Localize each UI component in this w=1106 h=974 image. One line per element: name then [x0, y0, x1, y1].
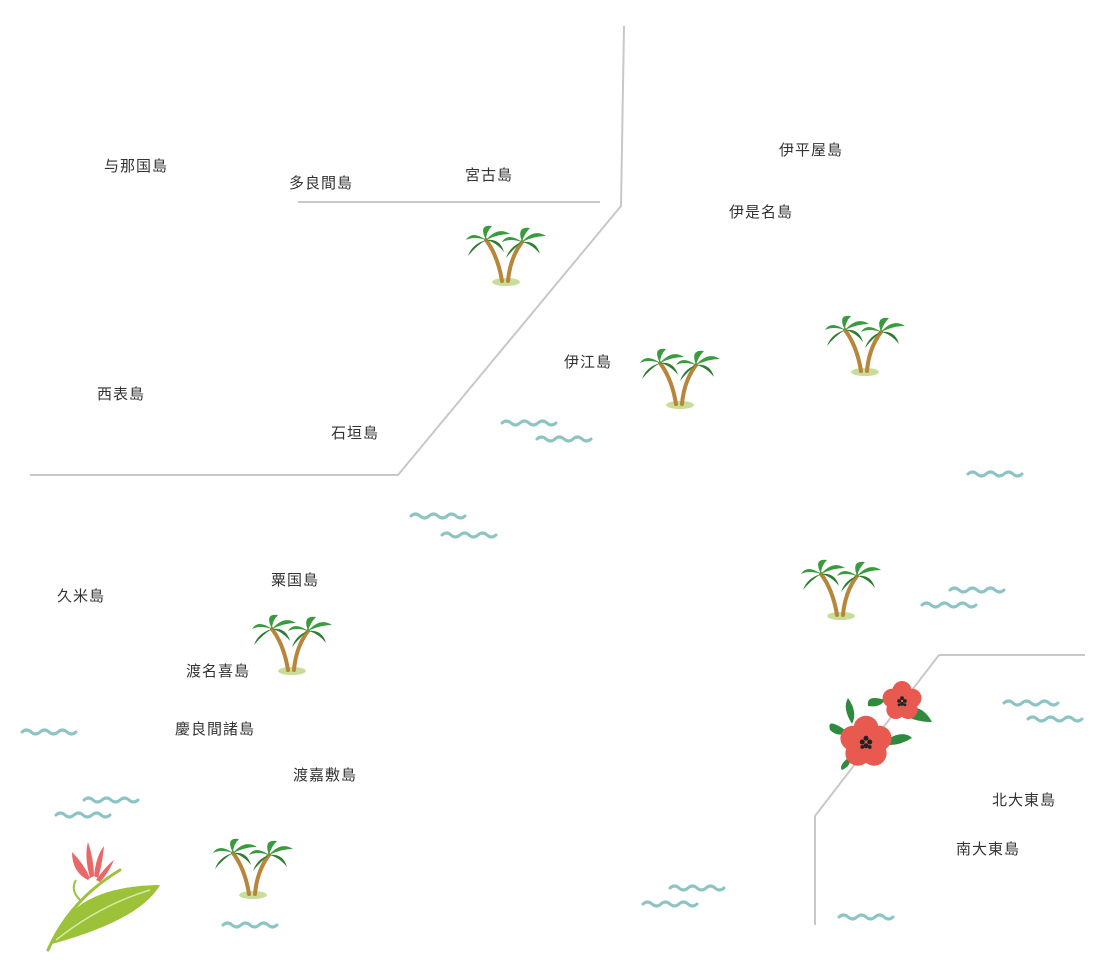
wave-icon: [1002, 699, 1060, 707]
island-label-izena: 伊是名島: [729, 203, 793, 221]
island-label-ie: 伊江島: [564, 353, 612, 371]
wave-icon: [966, 470, 1024, 478]
island-label-iriomote: 西表島: [97, 385, 145, 403]
island-label-tokashiki: 渡嘉敷島: [293, 766, 357, 784]
wave-icon: [948, 586, 1006, 594]
island-labels: 与那国島 多良間島 宮古島 伊平屋島 伊是名島 伊江島 西表島 石垣島 粟国島 …: [57, 141, 1056, 858]
island-label-tarama: 多良間島: [289, 174, 353, 192]
bird-of-paradise-icon: [46, 842, 160, 952]
wave-icon: [641, 900, 699, 908]
palm-tree-icon: [211, 836, 295, 901]
wave-icon: [440, 531, 498, 539]
palm-tree-icon: [464, 223, 548, 288]
wave-icon: [409, 512, 467, 520]
island-label-kume: 久米島: [57, 587, 105, 605]
wave-icon: [668, 884, 726, 892]
wave-icon: [1026, 715, 1084, 723]
palm-tree-icon: [823, 313, 907, 378]
wave-icon: [535, 435, 593, 443]
waves: [20, 419, 1084, 929]
wave-icon: [221, 921, 279, 929]
island-label-iheya: 伊平屋島: [779, 141, 843, 159]
wave-icon: [82, 796, 140, 804]
palm-trees: [211, 223, 907, 901]
island-label-aguni: 粟国島: [271, 571, 319, 589]
island-label-tonaki: 渡名喜島: [186, 662, 250, 680]
palm-tree-icon: [799, 557, 883, 622]
divider-daito: [814, 654, 1085, 925]
island-label-ishigaki: 石垣島: [331, 424, 379, 442]
palm-tree-icon: [250, 612, 334, 677]
island-label-kerama: 慶良間諸島: [175, 720, 255, 738]
region-dividers: [30, 25, 1085, 925]
wave-icon: [837, 913, 895, 921]
wave-icon: [20, 728, 78, 736]
divider-miyako-yaeyama: [30, 25, 625, 476]
island-label-kitadaito: 北大東島: [992, 791, 1056, 809]
hibiscus-icon: [829, 681, 932, 770]
palm-tree-icon: [638, 346, 722, 411]
island-label-minamidaito: 南大東島: [956, 840, 1020, 858]
island-label-miyako: 宮古島: [465, 166, 513, 184]
wave-icon: [920, 601, 978, 609]
wave-icon: [54, 811, 112, 819]
island-label-yonaguni: 与那国島: [104, 157, 168, 175]
wave-icon: [500, 419, 558, 427]
